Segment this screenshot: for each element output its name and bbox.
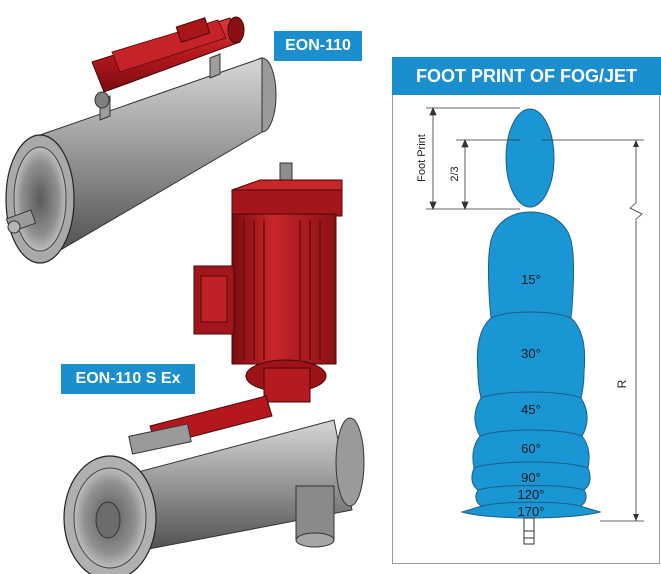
footprint-ellipse <box>505 108 555 208</box>
footprint-dimension-label: Foot Print <box>416 134 428 182</box>
spray-band-lines <box>473 311 589 507</box>
angle-label-15: 15° <box>521 272 541 287</box>
angle-label-60: 60° <box>521 441 541 456</box>
eon-110-unit-drawing <box>5 16 277 264</box>
range-label: R <box>615 379 629 388</box>
eon-110-label: EON-110 <box>274 31 362 61</box>
eon-110-s-ex-label: EON-110 S Ex <box>61 364 195 394</box>
angle-label-120: 120° <box>518 487 545 502</box>
angle-label-170: 170° <box>518 504 545 519</box>
range-dimension <box>542 139 644 522</box>
eon-110-s-ex-unit-drawing <box>63 162 365 574</box>
angle-label-45: 45° <box>521 402 541 417</box>
two-thirds-label: 2/3 <box>449 166 461 181</box>
angle-label-90: 90° <box>521 470 541 485</box>
angle-label-30: 30° <box>521 346 541 361</box>
two-thirds-dimension <box>456 138 520 211</box>
spray-plume <box>460 211 602 519</box>
footprint-title: FOOT PRINT OF FOG/JET <box>392 57 661 95</box>
footprint-dimension <box>426 106 520 211</box>
